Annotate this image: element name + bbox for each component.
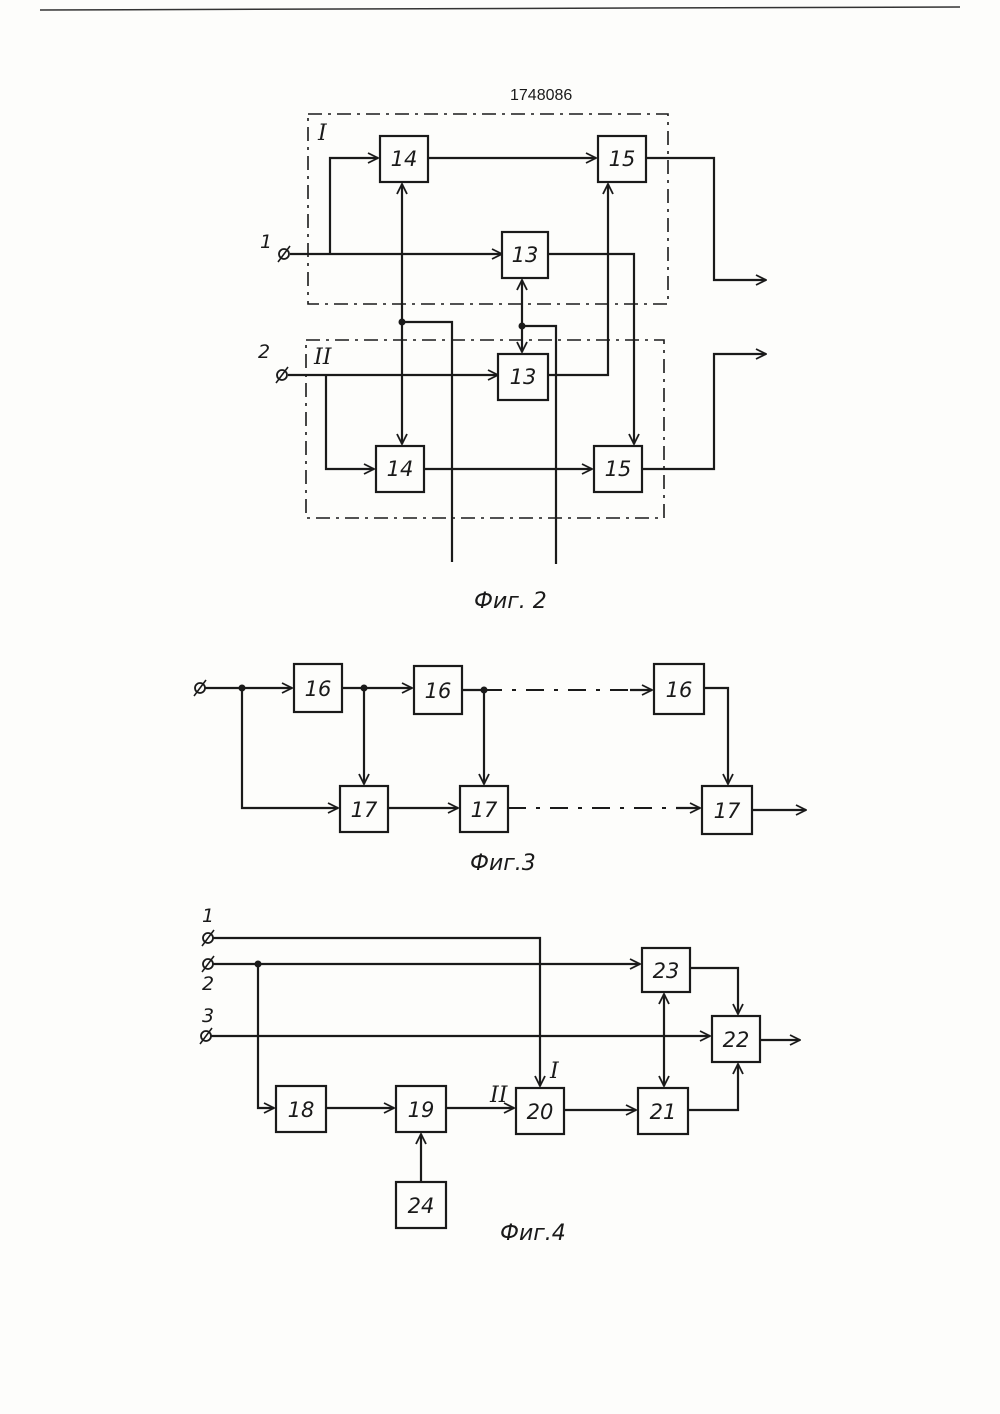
block-20-label: 20 [527,1100,554,1124]
block-23-label: 23 [653,959,680,983]
fig3-caption: Фиг.3 [470,851,536,876]
fig2-output-bottom [642,354,766,469]
fig4-wire-23-22 [690,968,738,1014]
fig4-input-2-label: 2 [202,973,214,995]
block-15-bottom-label: 15 [605,457,632,481]
block-16-a-label: 16 [305,677,332,701]
fig3-wire-16c-17c [704,688,728,784]
figure-4: 1 2 3 23 22 18 19 20 21 24 [200,905,800,1246]
block-19-label: 19 [408,1098,435,1122]
block-15-top-label: 15 [609,147,636,171]
page-top-border [40,7,960,10]
fig2-input-2-label: 2 [258,341,270,363]
fig4-input-1-label: 1 [202,905,214,927]
block-22-label: 22 [723,1028,750,1052]
group-label-II: II [313,345,333,370]
fig2-output-top [646,158,766,280]
fig2-wire-in2-to-14 [326,375,374,469]
block-13-bottom-label: 13 [510,365,537,389]
block-17-a-label: 17 [351,798,378,822]
fig4-wire-in1-to-20 [213,938,540,1086]
fig4-input-3-label: 3 [202,1005,214,1027]
block-14-bottom-label: 14 [387,457,414,481]
block-17-c-label: 17 [714,799,741,823]
fig4-mark-I: I [549,1059,560,1084]
block-18-label: 18 [288,1098,315,1122]
fig4-mark-II: II [489,1083,509,1108]
block-13-top-label: 13 [512,243,539,267]
figure-3: 16 16 16 17 17 17 Фиг.3 [194,664,806,876]
fig2-wire-in1-to-14 [330,158,378,254]
block-17-b-label: 17 [471,798,498,822]
figure-2: I II 1 2 14 15 13 13 14 15 [258,114,766,614]
fig2-bus-14-external [402,322,452,562]
block-21-label: 21 [650,1100,677,1124]
document-number: 1748086 [510,87,572,104]
fig4-caption: Фиг.4 [500,1221,566,1246]
fig4-wire-21-22 [688,1064,738,1110]
block-14-top-label: 14 [391,147,418,171]
block-16-c-label: 16 [666,678,693,702]
fig2-caption: Фиг. 2 [474,589,547,614]
block-16-b-label: 16 [425,679,452,703]
block-24-label: 24 [408,1194,435,1218]
fig2-input-1-label: 1 [260,231,272,253]
fig2-wire-13top-15bot [548,254,634,444]
group-label-I: I [317,121,328,146]
